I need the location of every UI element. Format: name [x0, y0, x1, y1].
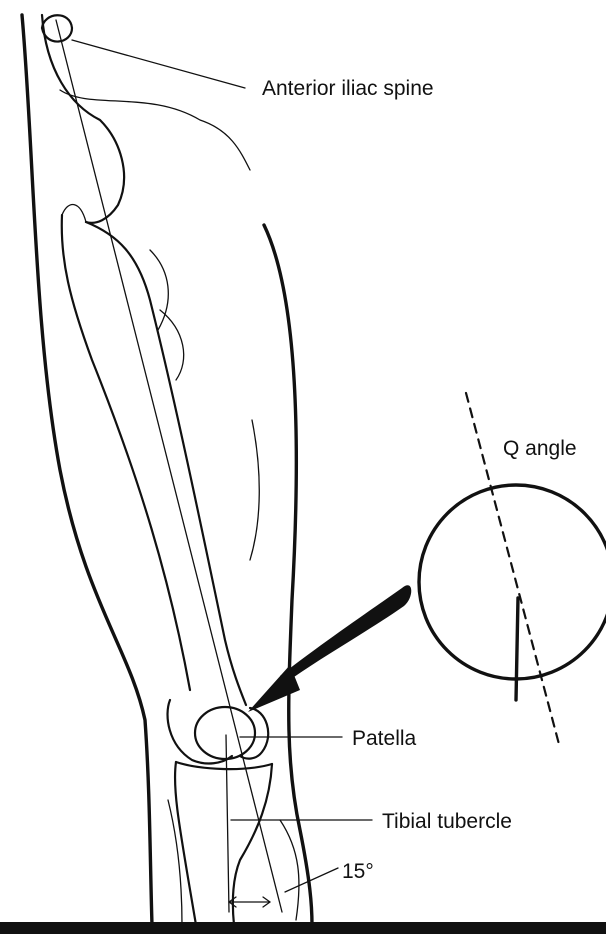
- pelvis-outline: [42, 15, 124, 223]
- bottom-border-bar: [0, 922, 606, 934]
- label-anterior-iliac-spine: Anterior iliac spine: [262, 77, 434, 100]
- label-patella: Patella: [352, 727, 417, 750]
- quadriceps-axis-line: [56, 20, 282, 912]
- femur-lateral-edge: [62, 215, 190, 690]
- pointer-arrow-head: [248, 665, 300, 712]
- leader-anterior-iliac-spine: [72, 40, 245, 88]
- label-tibial-tubercle: Tibial tubercle: [382, 810, 512, 833]
- tibia-lateral-edge: [175, 762, 196, 925]
- thigh-shading-3: [250, 420, 259, 560]
- greater-trochanter: [62, 205, 86, 222]
- patella-shape: [195, 707, 255, 759]
- femoral-condyle-medial: [168, 700, 232, 763]
- tibia-medial-edge: [233, 764, 272, 925]
- q-angle-solid-line: [516, 598, 518, 700]
- thigh-shading-1: [150, 250, 168, 330]
- fibula: [168, 800, 182, 925]
- patellar-tendon-line: [226, 735, 229, 912]
- tibia-shading: [280, 820, 299, 920]
- pointer-arrow-tail: [280, 585, 411, 684]
- label-q-angle: Q angle: [503, 437, 577, 460]
- q-angle-magnifier-circle: [419, 485, 606, 679]
- tibial-plateau: [176, 762, 272, 769]
- pelvis-crest: [60, 90, 250, 170]
- femur-medial-edge: [86, 222, 246, 705]
- leader-angle: [285, 868, 338, 892]
- label-angle-value: 15°: [342, 860, 374, 883]
- thigh-shading-2: [160, 310, 184, 380]
- iliac-spine-knob: [42, 15, 72, 41]
